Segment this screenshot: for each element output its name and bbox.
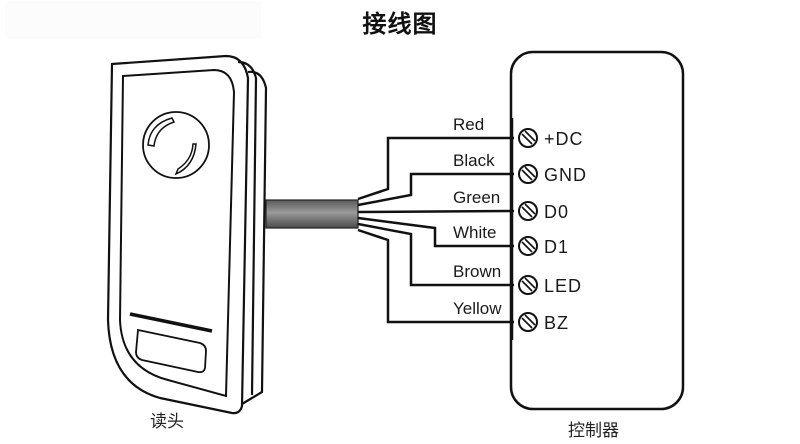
wire-brown (357, 222, 514, 287)
card-reader (106, 54, 268, 415)
screw-terminal-icon (518, 236, 538, 256)
terminal-5: LED (518, 275, 582, 296)
wire-green (357, 209, 515, 214)
reader-indicator-bar (129, 312, 213, 333)
terminal-label: GND (544, 165, 587, 185)
reader-logo-circle (142, 111, 210, 179)
wire-label-brown: Brown (453, 262, 501, 281)
screw-slot (524, 314, 536, 326)
screw-slot (524, 130, 536, 142)
diagram-title: 接线图 (362, 10, 438, 38)
reader-outer-body (106, 54, 250, 415)
wire-label-white: White (453, 223, 496, 242)
screw-slot (524, 238, 536, 250)
reader-inner-face (118, 68, 236, 398)
controller-box (509, 50, 685, 411)
terminal-3: D0 (518, 201, 569, 222)
terminal-2: GND (518, 164, 587, 185)
screw-terminal-icon (518, 128, 538, 148)
terminal-label: LED (544, 276, 582, 296)
screw-terminal-icon (518, 312, 538, 332)
screw-slot (521, 317, 533, 329)
screw-slot (521, 169, 533, 181)
wire-label-yellow: Yellow (453, 299, 502, 318)
terminal-1: +DC (518, 128, 584, 149)
screw-slot (521, 206, 533, 218)
cable (265, 199, 359, 229)
terminal-label: D0 (544, 202, 569, 222)
terminal-label: D1 (544, 237, 569, 257)
screw-slot (521, 280, 533, 292)
screw-slot (521, 241, 533, 253)
reader-logo-arc-2 (174, 143, 197, 176)
screw-terminal-icon (518, 201, 538, 221)
screw-slot (524, 203, 536, 215)
screw-slot (524, 166, 536, 178)
terminal-4: D1 (518, 236, 569, 257)
screw-terminal-icon (518, 275, 538, 295)
screw-slot (521, 133, 533, 145)
wire-yellow (357, 228, 514, 324)
wire-red (357, 136, 514, 201)
reader-caption: 读头 (150, 412, 184, 432)
reader-logo-arc-1 (147, 117, 176, 147)
reader-window (135, 328, 207, 374)
wire-label-red: Red (453, 115, 484, 134)
reader-side-panel (241, 70, 268, 405)
wire-label-black: Black (453, 151, 495, 170)
wire-white (357, 216, 514, 248)
controller-caption: 控制器 (568, 421, 619, 441)
header-band (5, 1, 261, 39)
wire-black (357, 172, 514, 207)
screw-slot (524, 277, 536, 289)
wire-label-green: Green (453, 188, 500, 207)
terminal-label: +DC (544, 129, 584, 149)
terminal-label: BZ (544, 313, 569, 333)
terminal-6: BZ (518, 312, 569, 333)
screw-terminal-icon (518, 164, 538, 184)
